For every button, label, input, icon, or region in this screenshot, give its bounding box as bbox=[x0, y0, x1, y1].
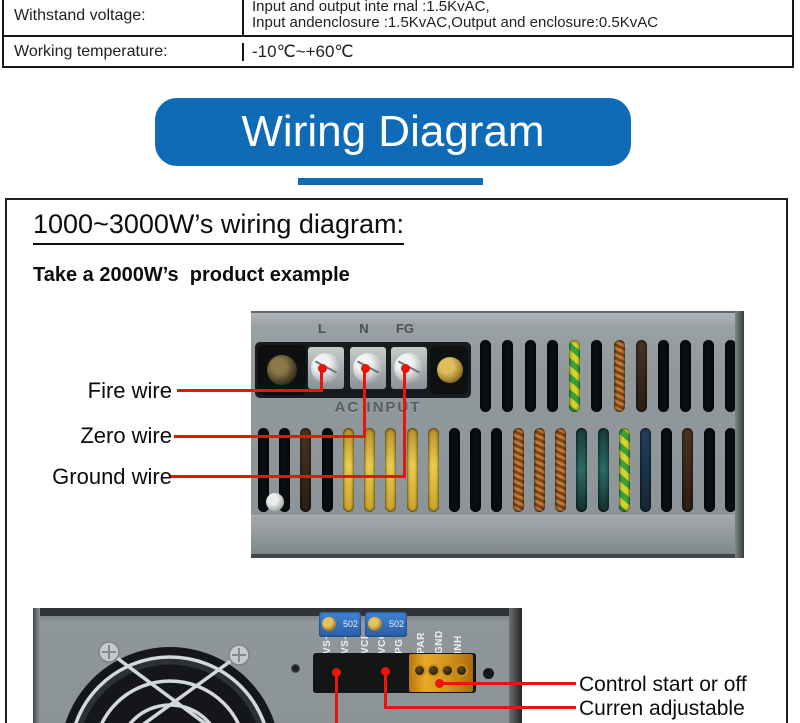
terminal-label-fg: FG bbox=[395, 321, 415, 336]
vent-slot bbox=[618, 428, 630, 512]
vent-slot bbox=[364, 428, 376, 512]
vent-slot bbox=[724, 340, 736, 412]
spec-value-line: Input andenclosure :1.5KvAC,Output and e… bbox=[252, 14, 659, 31]
spec-value-line: Input and output inte rnal :1.5KvAC, bbox=[252, 0, 490, 15]
terminal-label-l: L bbox=[318, 321, 326, 336]
vent-slot bbox=[480, 340, 491, 412]
spec-label-withstand-voltage: Withstand voltage: bbox=[4, 0, 244, 35]
case-edge bbox=[509, 608, 522, 723]
banner-underline bbox=[298, 178, 483, 185]
terminal-label-n: N bbox=[359, 321, 369, 336]
terminal-module bbox=[430, 346, 468, 394]
pin-label-inh: INH bbox=[453, 635, 464, 654]
pin-label-gnd: GND bbox=[434, 630, 445, 654]
fire-wire-leader-line bbox=[177, 389, 323, 392]
screw-icon bbox=[437, 357, 463, 383]
callout-fire-wire: Fire wire bbox=[87, 378, 172, 403]
fan bbox=[65, 641, 275, 723]
vent-slot bbox=[613, 340, 625, 412]
vent-slot bbox=[406, 428, 418, 512]
vent-slot bbox=[533, 428, 545, 512]
vent-slot bbox=[279, 428, 291, 512]
trimmer-pot-1: 502 bbox=[319, 612, 361, 637]
case-edge bbox=[735, 311, 744, 558]
voltage-pot-leader-line bbox=[335, 673, 338, 723]
trimmer-pot-2: 502 bbox=[365, 612, 407, 637]
vent-slot bbox=[591, 340, 603, 412]
current-pot-leader-line bbox=[384, 706, 576, 709]
vent-slot bbox=[546, 340, 558, 412]
table-row: Withstand voltage: Input and output inte… bbox=[4, 0, 792, 35]
vent-slot bbox=[635, 340, 647, 412]
vent-slot bbox=[661, 428, 673, 512]
vent-slot bbox=[491, 428, 503, 512]
spec-table: Withstand voltage: Input and output inte… bbox=[2, 0, 794, 68]
current-pot-leader-line bbox=[384, 671, 387, 709]
vent-slot bbox=[569, 340, 581, 412]
callout-zero-wire: Zero wire bbox=[80, 423, 172, 448]
ac-input-label: AC INPUT bbox=[334, 399, 422, 416]
vent-slot bbox=[702, 340, 714, 412]
section-subheading: Take a 2000W’s product example bbox=[33, 264, 350, 286]
callout-control-start: Control start or off bbox=[579, 673, 747, 696]
connector-pin bbox=[415, 666, 424, 675]
vent-slot bbox=[680, 340, 692, 412]
terminal-module bbox=[258, 345, 306, 395]
vent-slot bbox=[512, 428, 524, 512]
vent-row-lower bbox=[258, 428, 736, 512]
callout-ground-wire: Ground wire bbox=[52, 464, 172, 489]
ground-wire-leader-line bbox=[403, 368, 406, 478]
pot-value: 502 bbox=[342, 619, 358, 629]
ground-wire-leader-line bbox=[170, 475, 406, 478]
case-edge bbox=[33, 608, 40, 723]
table-row: Working temperature: -10℃~+60℃ bbox=[4, 35, 792, 66]
vent-slot bbox=[385, 428, 397, 512]
spec-value-working-temperature: -10℃~+60℃ bbox=[252, 41, 354, 61]
callout-current-adjustable: Curren adjustable bbox=[579, 697, 745, 720]
vent-slot bbox=[555, 428, 567, 512]
vent-slot bbox=[639, 428, 651, 512]
vent-slot bbox=[658, 340, 670, 412]
zero-wire-leader-line bbox=[174, 435, 366, 438]
vent-slot bbox=[427, 428, 439, 512]
section-banner: Wiring Diagram bbox=[155, 98, 631, 166]
control-leader-line bbox=[440, 682, 576, 685]
panel-hole bbox=[291, 664, 300, 673]
vent-slot bbox=[724, 428, 736, 512]
pot-screw-icon bbox=[368, 617, 382, 631]
vent-slot bbox=[342, 428, 354, 512]
vent-slot bbox=[448, 428, 460, 512]
screw-icon bbox=[266, 493, 284, 511]
vent-row-upper bbox=[480, 340, 736, 412]
vent-slot bbox=[321, 428, 333, 512]
section-heading: 1000~3000W’s wiring diagram: bbox=[33, 209, 404, 245]
connector-marker-dot bbox=[435, 679, 444, 688]
vent-slot bbox=[576, 428, 588, 512]
spec-label-working-temperature: Working temperature: bbox=[4, 42, 244, 61]
connector-pin bbox=[429, 666, 438, 675]
pin-label-par: PAR bbox=[416, 632, 427, 654]
connector-pin bbox=[457, 666, 466, 675]
screw-icon bbox=[267, 355, 297, 385]
pot-value: 502 bbox=[388, 619, 404, 629]
vent-slot bbox=[682, 428, 694, 512]
vent-slot bbox=[703, 428, 715, 512]
vent-slot bbox=[470, 428, 482, 512]
vent-slot bbox=[258, 428, 269, 512]
pot-screw-icon bbox=[322, 617, 336, 631]
psu-front-photo: VS+ VS- VCI VCC PG PAR GND INH 502 502 bbox=[33, 608, 522, 723]
fire-wire-leader-line bbox=[320, 368, 323, 392]
banner-title: Wiring Diagram bbox=[241, 107, 545, 156]
vent-slot bbox=[597, 428, 609, 512]
zero-wire-leader-line bbox=[363, 368, 366, 438]
vent-slot bbox=[502, 340, 514, 412]
panel-hole bbox=[483, 668, 494, 679]
spec-value-withstand-voltage: Input and output inte rnal :1.5KvAC, Inp… bbox=[244, 0, 792, 35]
case-flange bbox=[251, 515, 744, 558]
vent-slot bbox=[524, 340, 536, 412]
connector-pin bbox=[443, 666, 452, 675]
pot-marker-dot bbox=[332, 668, 341, 677]
vent-slot bbox=[300, 428, 312, 512]
